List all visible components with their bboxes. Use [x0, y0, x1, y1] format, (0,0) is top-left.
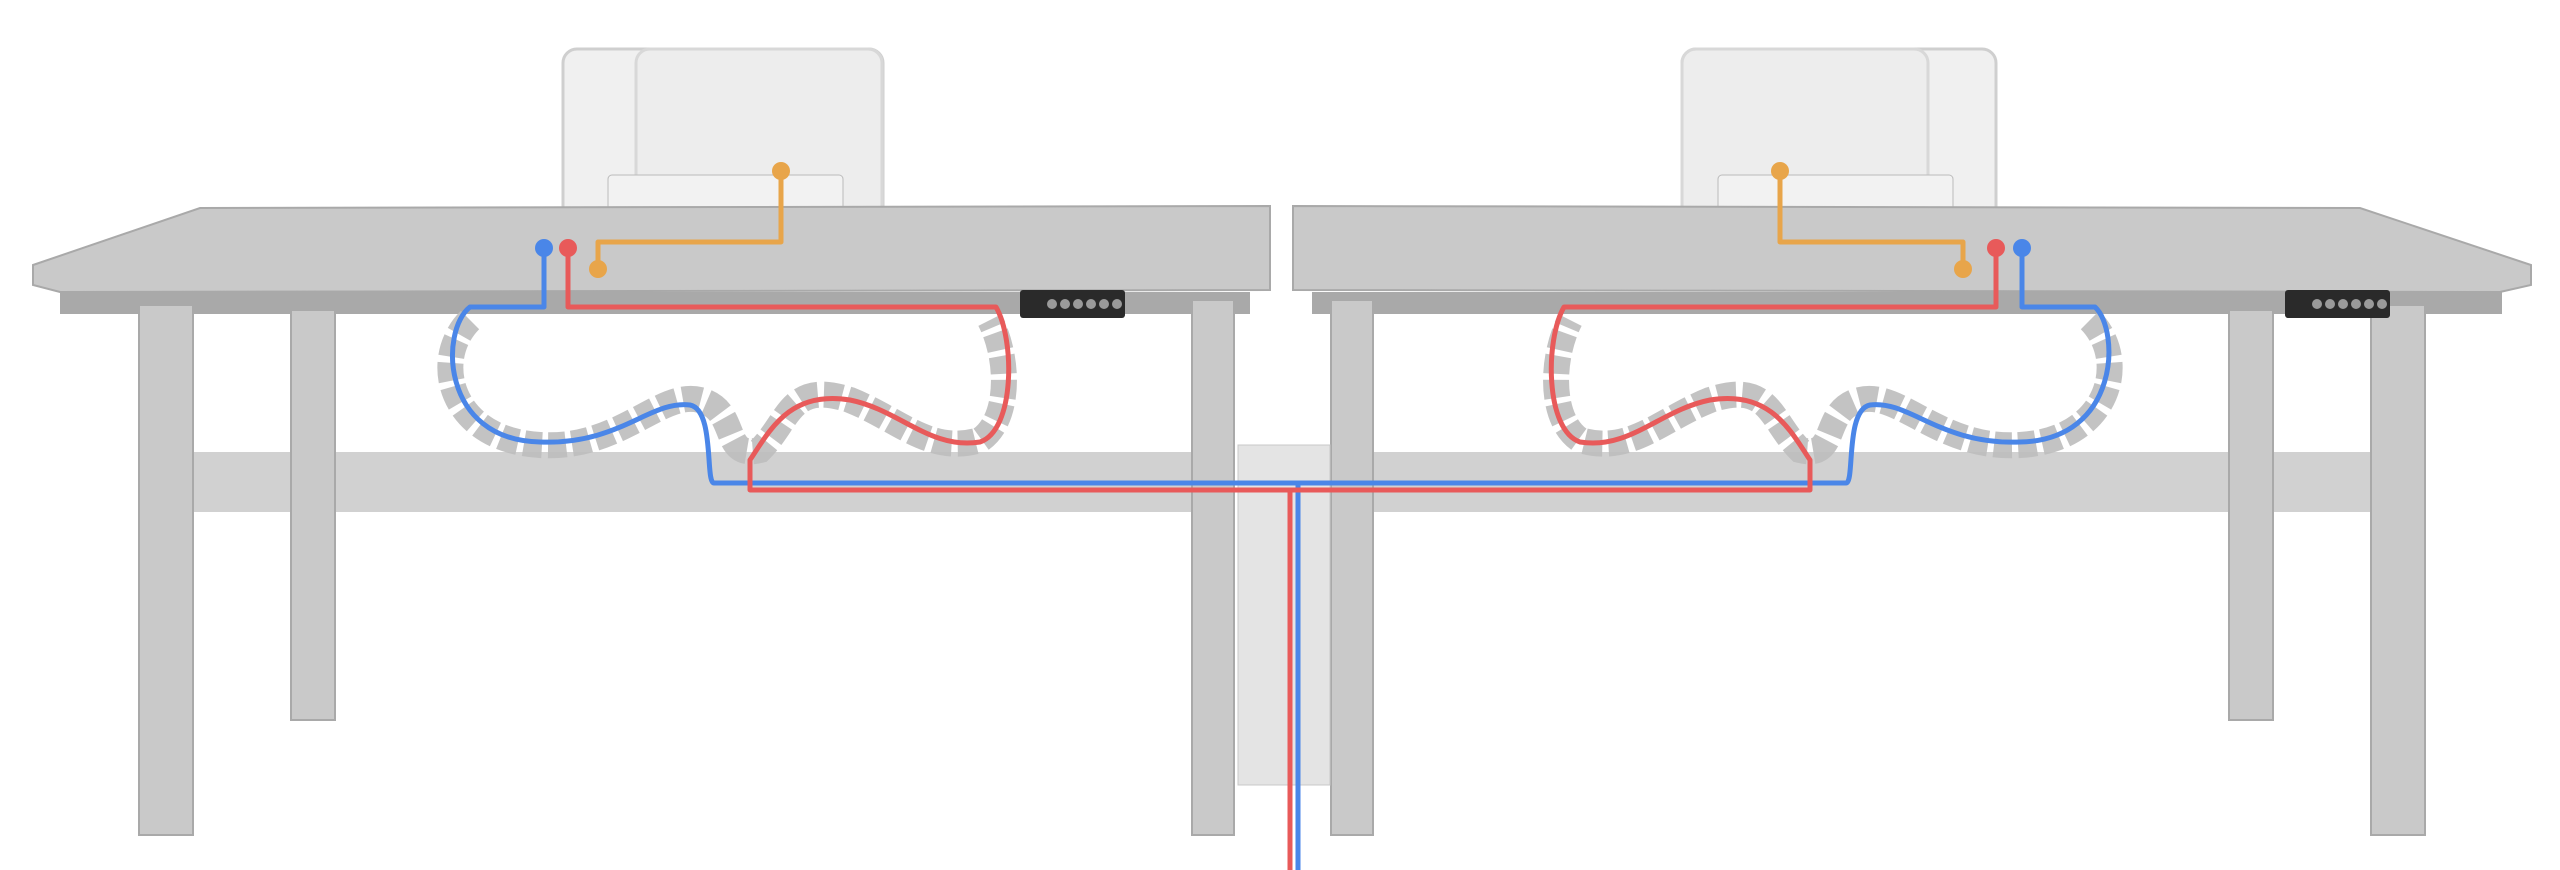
leg	[1191, 299, 1235, 836]
leg	[138, 304, 194, 836]
outlet-cable-left	[595, 171, 784, 269]
leg	[2370, 304, 2426, 836]
controller-button	[2312, 299, 2322, 309]
controller-button	[2338, 299, 2348, 309]
center-cable-column	[1237, 444, 1331, 786]
controller-button	[1073, 299, 1083, 309]
controller-button	[1099, 299, 1109, 309]
height-controller-right	[2285, 290, 2390, 318]
outlet-cable-right	[1777, 171, 1966, 269]
power-cable-left	[565, 248, 1293, 870]
outlet-port-right-top	[1771, 162, 1789, 180]
desktop-right	[1292, 204, 2532, 294]
controller-button	[1060, 299, 1070, 309]
outlet-port-left-top	[772, 162, 790, 180]
data-port-left	[535, 239, 553, 257]
controller-button	[1112, 299, 1122, 309]
power-port-right	[1987, 239, 2005, 257]
outlet-port-right-bottom	[1954, 260, 1972, 278]
data-cable-right	[1298, 248, 2112, 486]
desks	[32, 47, 2532, 836]
controller-button	[2377, 299, 2387, 309]
leg	[290, 309, 336, 721]
controller-button	[1047, 299, 1057, 309]
controller-button	[2364, 299, 2374, 309]
power-port-left	[559, 239, 577, 257]
controller-button	[1086, 299, 1096, 309]
outlet-port-left-bottom	[589, 260, 607, 278]
cable-endpoints	[535, 162, 2031, 278]
power-cable-right	[1290, 248, 1999, 493]
leg	[1330, 299, 1374, 836]
data-cable-left	[450, 248, 1301, 870]
desktop-left	[32, 204, 1271, 294]
height-controller-left	[1020, 290, 1125, 318]
controller-button	[2351, 299, 2361, 309]
data-port-right	[2013, 239, 2031, 257]
cables	[450, 171, 2112, 870]
leg	[2228, 309, 2274, 721]
controller-button	[2325, 299, 2335, 309]
